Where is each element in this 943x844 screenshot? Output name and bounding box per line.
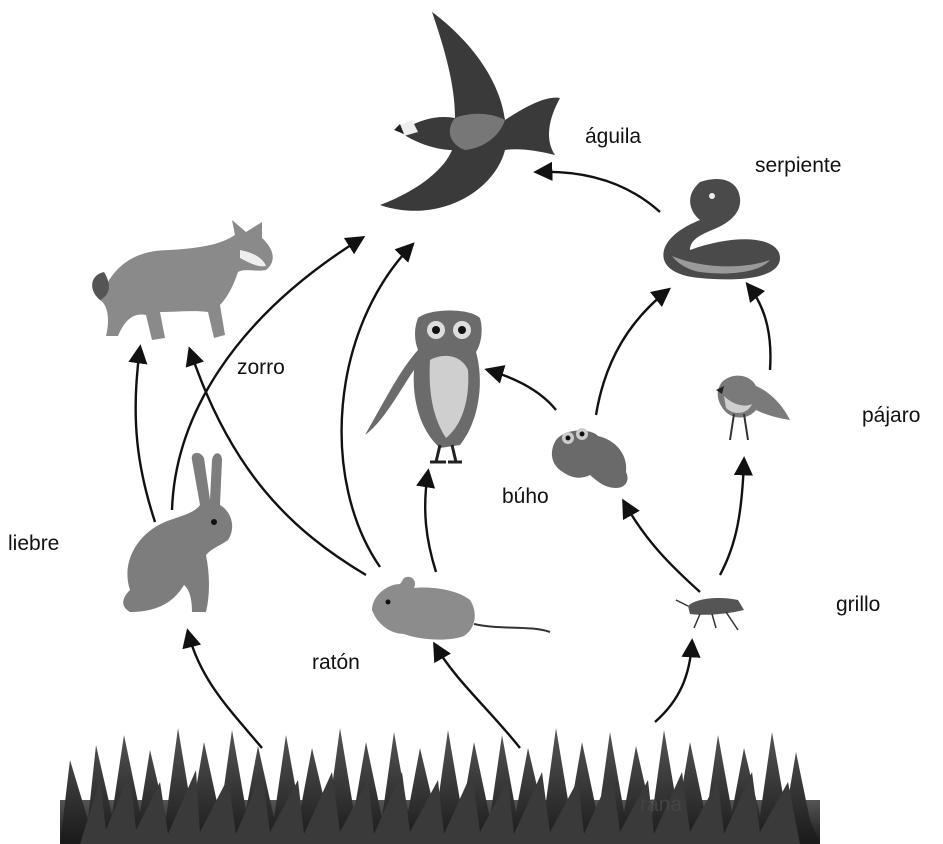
arrow-cricket-to-bird [720, 460, 744, 575]
owl-illustration [365, 311, 482, 463]
arrow-frog-to-owl [488, 370, 556, 410]
label-aguila: águila [585, 126, 641, 147]
mouse-illustration [372, 577, 550, 640]
label-pajaro: pájaro [862, 405, 920, 426]
snake-illustration [663, 179, 780, 279]
arrow-cricket-to-frog [624, 502, 700, 592]
arrow-bird-to-snake [748, 285, 770, 370]
arrow-snake-to-eagle [537, 172, 660, 212]
arrow-grass-to-hare [188, 632, 262, 748]
bird-illustration [716, 376, 790, 440]
label-grillo: grillo [836, 594, 880, 615]
hare-illustration [123, 453, 232, 612]
eagle-illustration [380, 12, 560, 211]
label-liebre: liebre [8, 533, 59, 554]
label-raton: ratón [312, 652, 360, 673]
label-zorro: zorro [237, 357, 285, 378]
arrow-hare-to-wolf [136, 348, 155, 522]
wolf-illustration [92, 220, 273, 340]
label-buho: búho [502, 486, 549, 507]
arrow-mouse-to-owl [425, 472, 436, 572]
arrow-frog-to-snake [596, 290, 668, 415]
label-serpiente: serpiente [755, 155, 841, 176]
cricket-illustration [676, 598, 744, 630]
frog-illustration [552, 428, 628, 488]
arrow-mouse-to-eagle [342, 245, 412, 567]
arrow-grass-to-cricket [655, 642, 692, 722]
grass-illustration [60, 728, 820, 844]
label-rana: rana [640, 794, 682, 815]
